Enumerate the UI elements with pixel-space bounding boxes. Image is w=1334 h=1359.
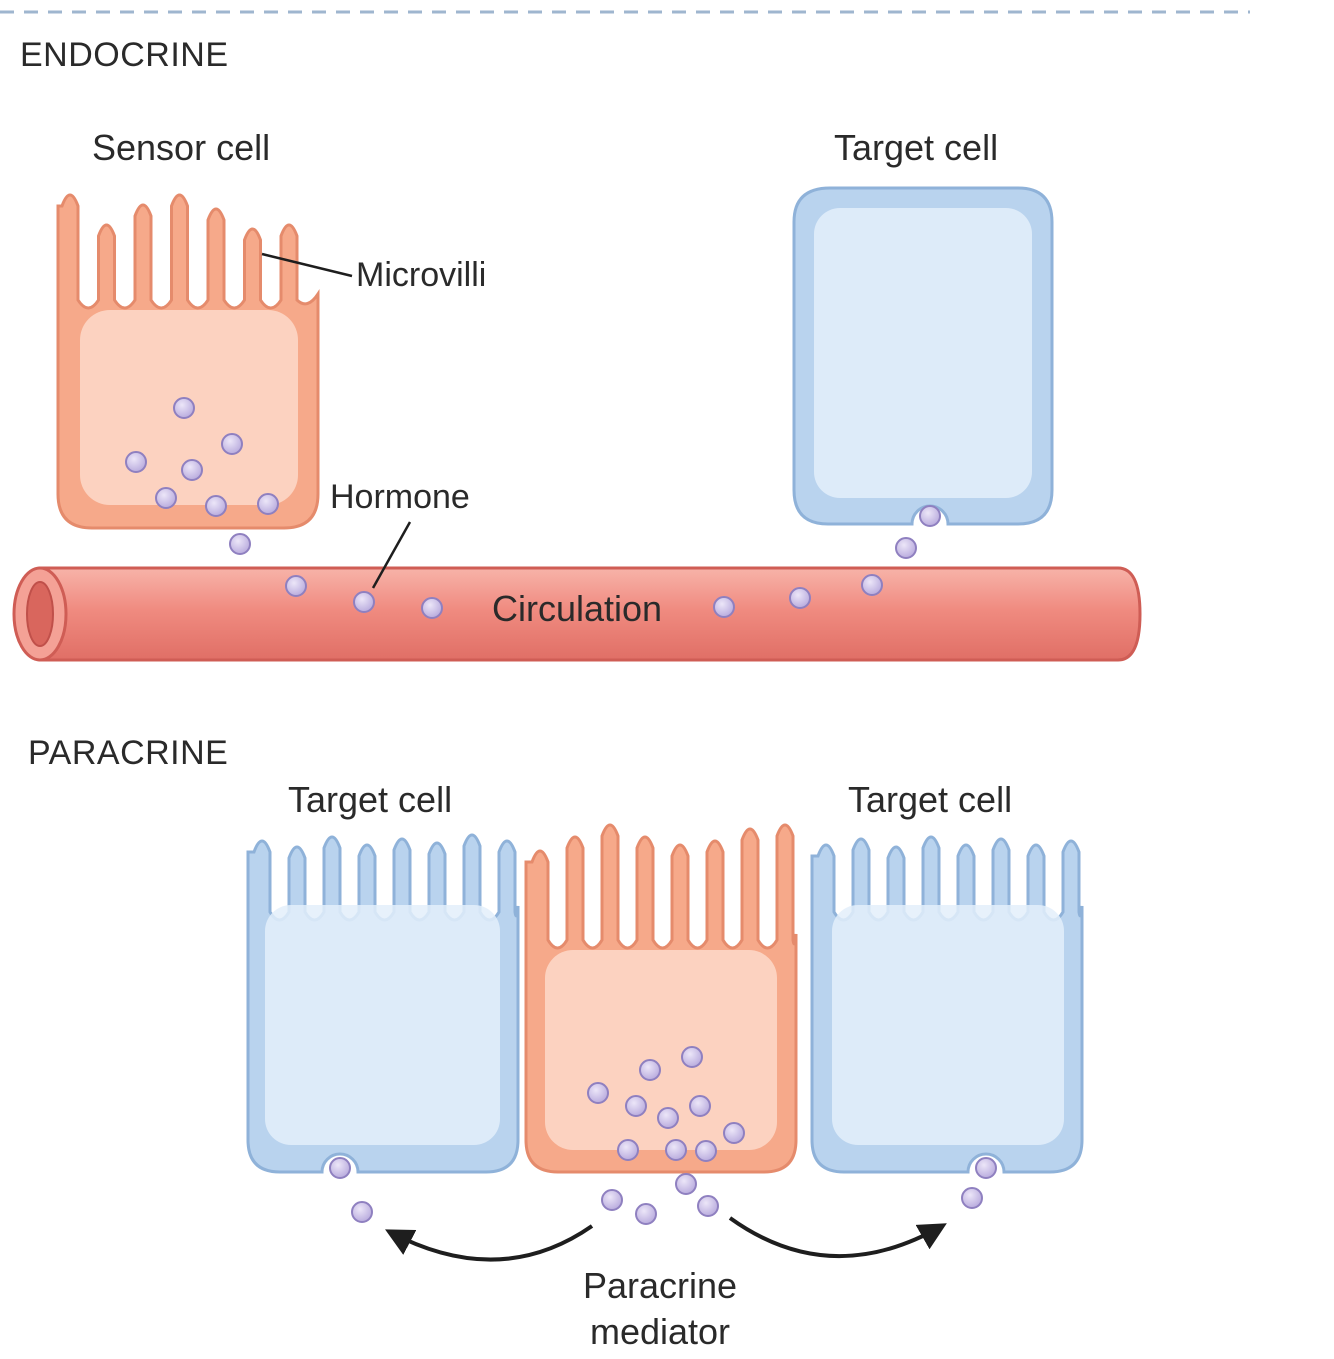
molecule-dot [681,1046,703,1068]
molecule-dot [697,1195,719,1217]
sensor-cell-label: Sensor cell [92,127,271,168]
molecule-dot [221,433,243,455]
molecule-dot [125,451,147,473]
molecule-dot [639,1059,661,1081]
arrow-to-right-target [728,1216,947,1258]
molecule-dot [351,1201,373,1223]
molecule-dot [155,487,177,509]
molecule-dot [421,597,443,619]
endocrine-section-label: ENDOCRINE [20,36,229,74]
circulation-label: Circulation [492,588,663,629]
paracrine-target-cell-left-cytoplasm [265,905,500,1145]
molecule-dot [919,505,941,527]
hormone-label: Hormone [330,478,470,516]
molecule-dot [695,1140,717,1162]
molecule-dot [353,591,375,613]
paracrine-target-cell-right [810,835,1084,1174]
arrow-to-left-target [385,1224,594,1262]
molecule-dot [205,495,227,517]
paracrine-target-cell-right-cytoplasm [832,905,1064,1145]
molecule-dot [329,1157,351,1179]
molecule-dot [625,1095,647,1117]
paracrine-mediator-label-line2: mediator [589,1311,731,1352]
molecule-dot [181,459,203,481]
paracrine-mediator-label-line1: Paracrine [582,1265,738,1306]
molecule-dot [635,1203,657,1225]
molecules-group [125,397,997,1225]
endocrine-target-cell [792,186,1054,526]
molecule-dot [975,1157,997,1179]
vessel-lumen [26,581,54,647]
endocrine-target-cell-cytoplasm [814,208,1032,498]
molecule-dot [285,575,307,597]
molecule-dot [587,1082,609,1104]
paracrine-target-cell-right-label: Target cell [848,779,1013,820]
molecule-dot [657,1107,679,1129]
molecule-dot [895,537,917,559]
molecule-dot [961,1187,983,1209]
paracrine-target-cell-left-label: Target cell [288,779,453,820]
molecule-dot [665,1139,687,1161]
molecule-dot [229,533,251,555]
molecule-dot [173,397,195,419]
paracrine-section-label: PARACRINE [28,734,229,772]
molecule-dot [257,493,279,515]
molecule-dot [861,574,883,596]
endocrine-target-cell-label: Target cell [834,127,999,168]
molecule-dot [689,1095,711,1117]
molecule-dot [617,1139,639,1161]
molecule-dot [713,596,735,618]
molecule-dot [601,1189,623,1211]
hormone-leader-line [371,521,412,589]
molecule-dot [789,587,811,609]
microvilli-label: Microvilli [356,256,487,294]
molecule-dot [675,1173,697,1195]
paracrine-target-cell-left [246,833,520,1174]
microvilli-leader-line [261,252,353,278]
molecule-dot [723,1122,745,1144]
